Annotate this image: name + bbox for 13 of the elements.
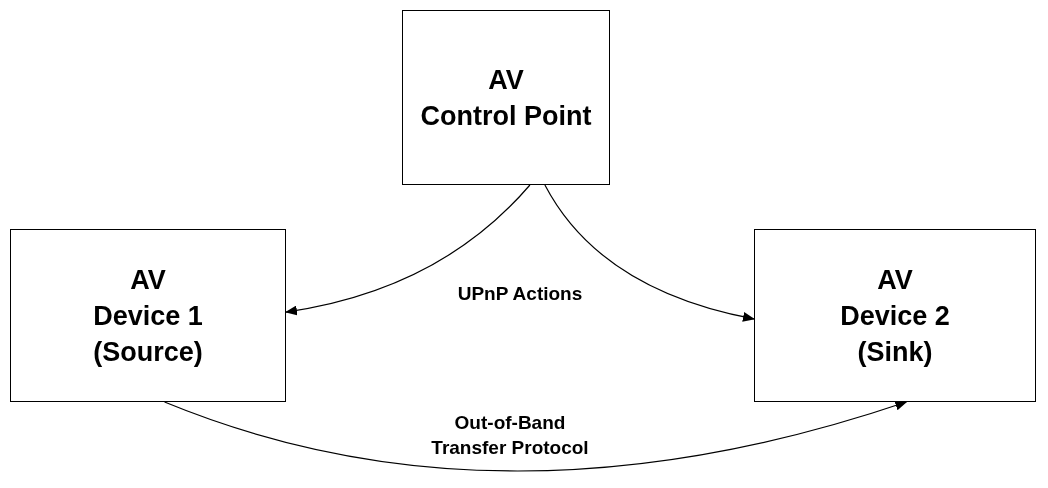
box-label: Device 1 (Source) (92, 299, 204, 369)
arrow (163, 400, 908, 472)
box-label: AV (129, 263, 167, 297)
arrow (285, 184, 531, 316)
annotation-label: UPnP Actions (456, 282, 584, 306)
box-label: Control Point (419, 99, 593, 133)
box-label: AV (876, 263, 914, 297)
process-box (10, 229, 286, 402)
box-label: AV (487, 63, 525, 97)
process-box (754, 229, 1036, 402)
arrow (544, 184, 755, 322)
box-label: Device 2 (Sink) (839, 299, 951, 369)
process-box (402, 10, 610, 185)
